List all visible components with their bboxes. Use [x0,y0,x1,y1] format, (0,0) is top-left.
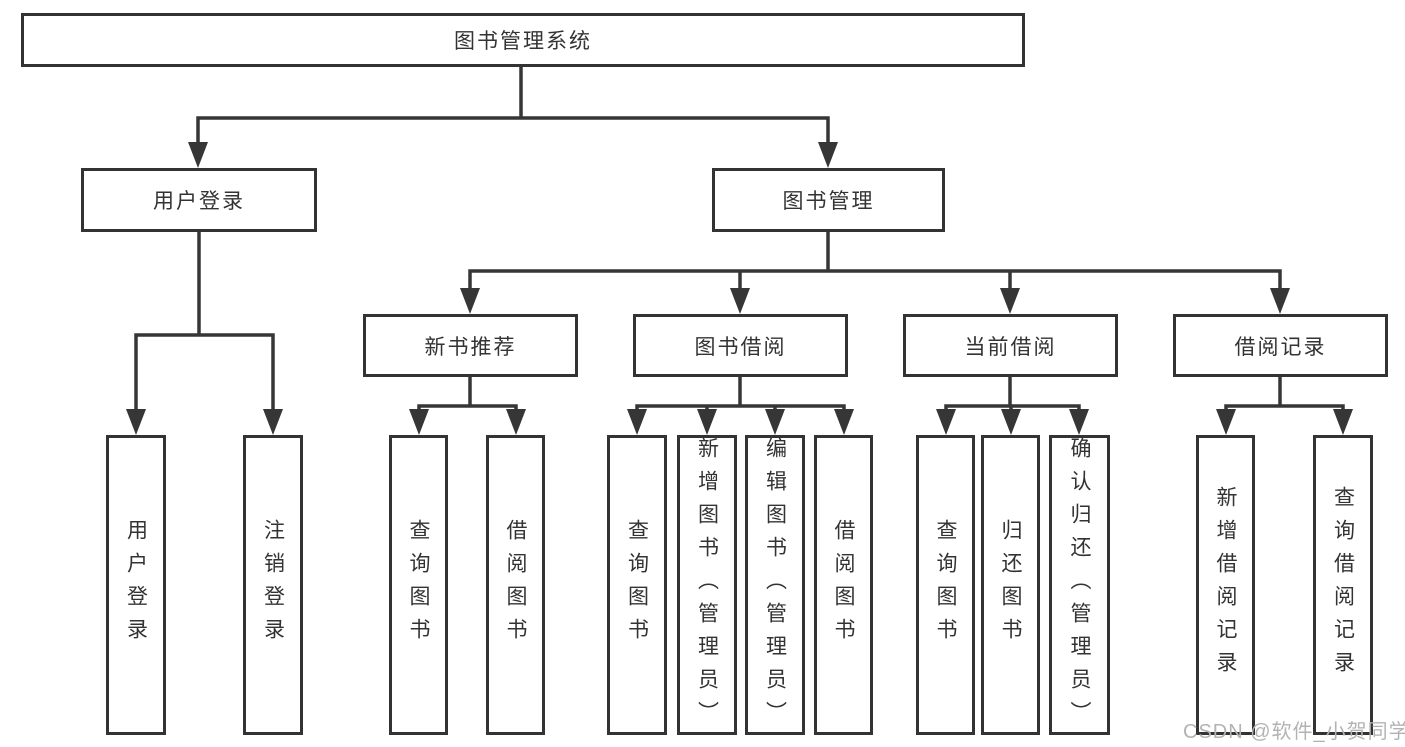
arrow-down-icon [460,288,480,314]
node-borrowing-records: 借阅记录 [1173,314,1388,377]
arrow-down-icon [765,409,785,435]
arrow-down-icon [1000,288,1020,314]
arrow-down-icon [1216,409,1236,435]
arrow-down-icon [1333,409,1353,435]
leaf-borrow-books-borrowing: 借阅图书 [814,435,873,735]
node-user-login: 用户登录 [81,168,317,232]
node-book-management: 图书管理 [712,168,945,232]
connector-new-book-recommendation-to-leaves [417,377,518,410]
arrow-down-icon [188,142,208,168]
connector-book-management-to-level3 [468,232,1282,289]
node-book-borrowing: 图书借阅 [633,314,848,377]
arrow-down-icon [627,409,647,435]
node-current-borrowing: 当前借阅 [903,314,1118,377]
leaf-query-books-recommend: 查询图书 [389,435,448,735]
leaf-edit-book-admin: 编辑图书（管理员） [745,435,805,735]
leaf-logout: 注销登录 [243,435,303,735]
node-library-management-system: 图书管理系统 [21,13,1025,67]
arrow-down-icon [936,409,956,435]
arrow-down-icon [1001,409,1021,435]
leaf-query-books-borrowing: 查询图书 [607,435,667,735]
arrow-down-icon [506,409,526,435]
leaf-borrow-books-recommend: 借阅图书 [486,435,545,735]
arrow-down-icon [818,142,838,168]
arrow-down-icon [834,409,854,435]
leaf-query-borrow-record: 查询借阅记录 [1313,435,1373,735]
arrow-down-icon [1270,288,1290,314]
connector-borrowing-records-to-leaves [1224,377,1345,410]
connector-root-to-level2 [196,67,830,142]
leaf-add-book-admin: 新增图书（管理员） [677,435,737,735]
csdn-watermark: CSDN @软件_小贺同学 [1183,721,1405,743]
arrow-down-icon [1069,409,1089,435]
leaf-return-books: 归还图书 [981,435,1040,735]
arrow-down-icon [730,288,750,314]
node-new-book-recommendation: 新书推荐 [363,314,578,377]
connector-user-login-to-leaves [134,232,275,410]
connector-current-borrowing-to-leaves [944,377,1081,410]
leaf-confirm-return-admin: 确认归还（管理员） [1049,435,1110,735]
connector-book-borrowing-to-leaves [635,377,846,410]
arrow-down-icon [263,409,283,435]
arrow-down-icon [126,409,146,435]
arrow-down-icon [409,409,429,435]
leaf-query-books-current: 查询图书 [916,435,975,735]
arrow-down-icon [697,409,717,435]
leaf-user-login: 用户登录 [106,435,166,735]
leaf-add-borrow-record: 新增借阅记录 [1196,435,1255,735]
